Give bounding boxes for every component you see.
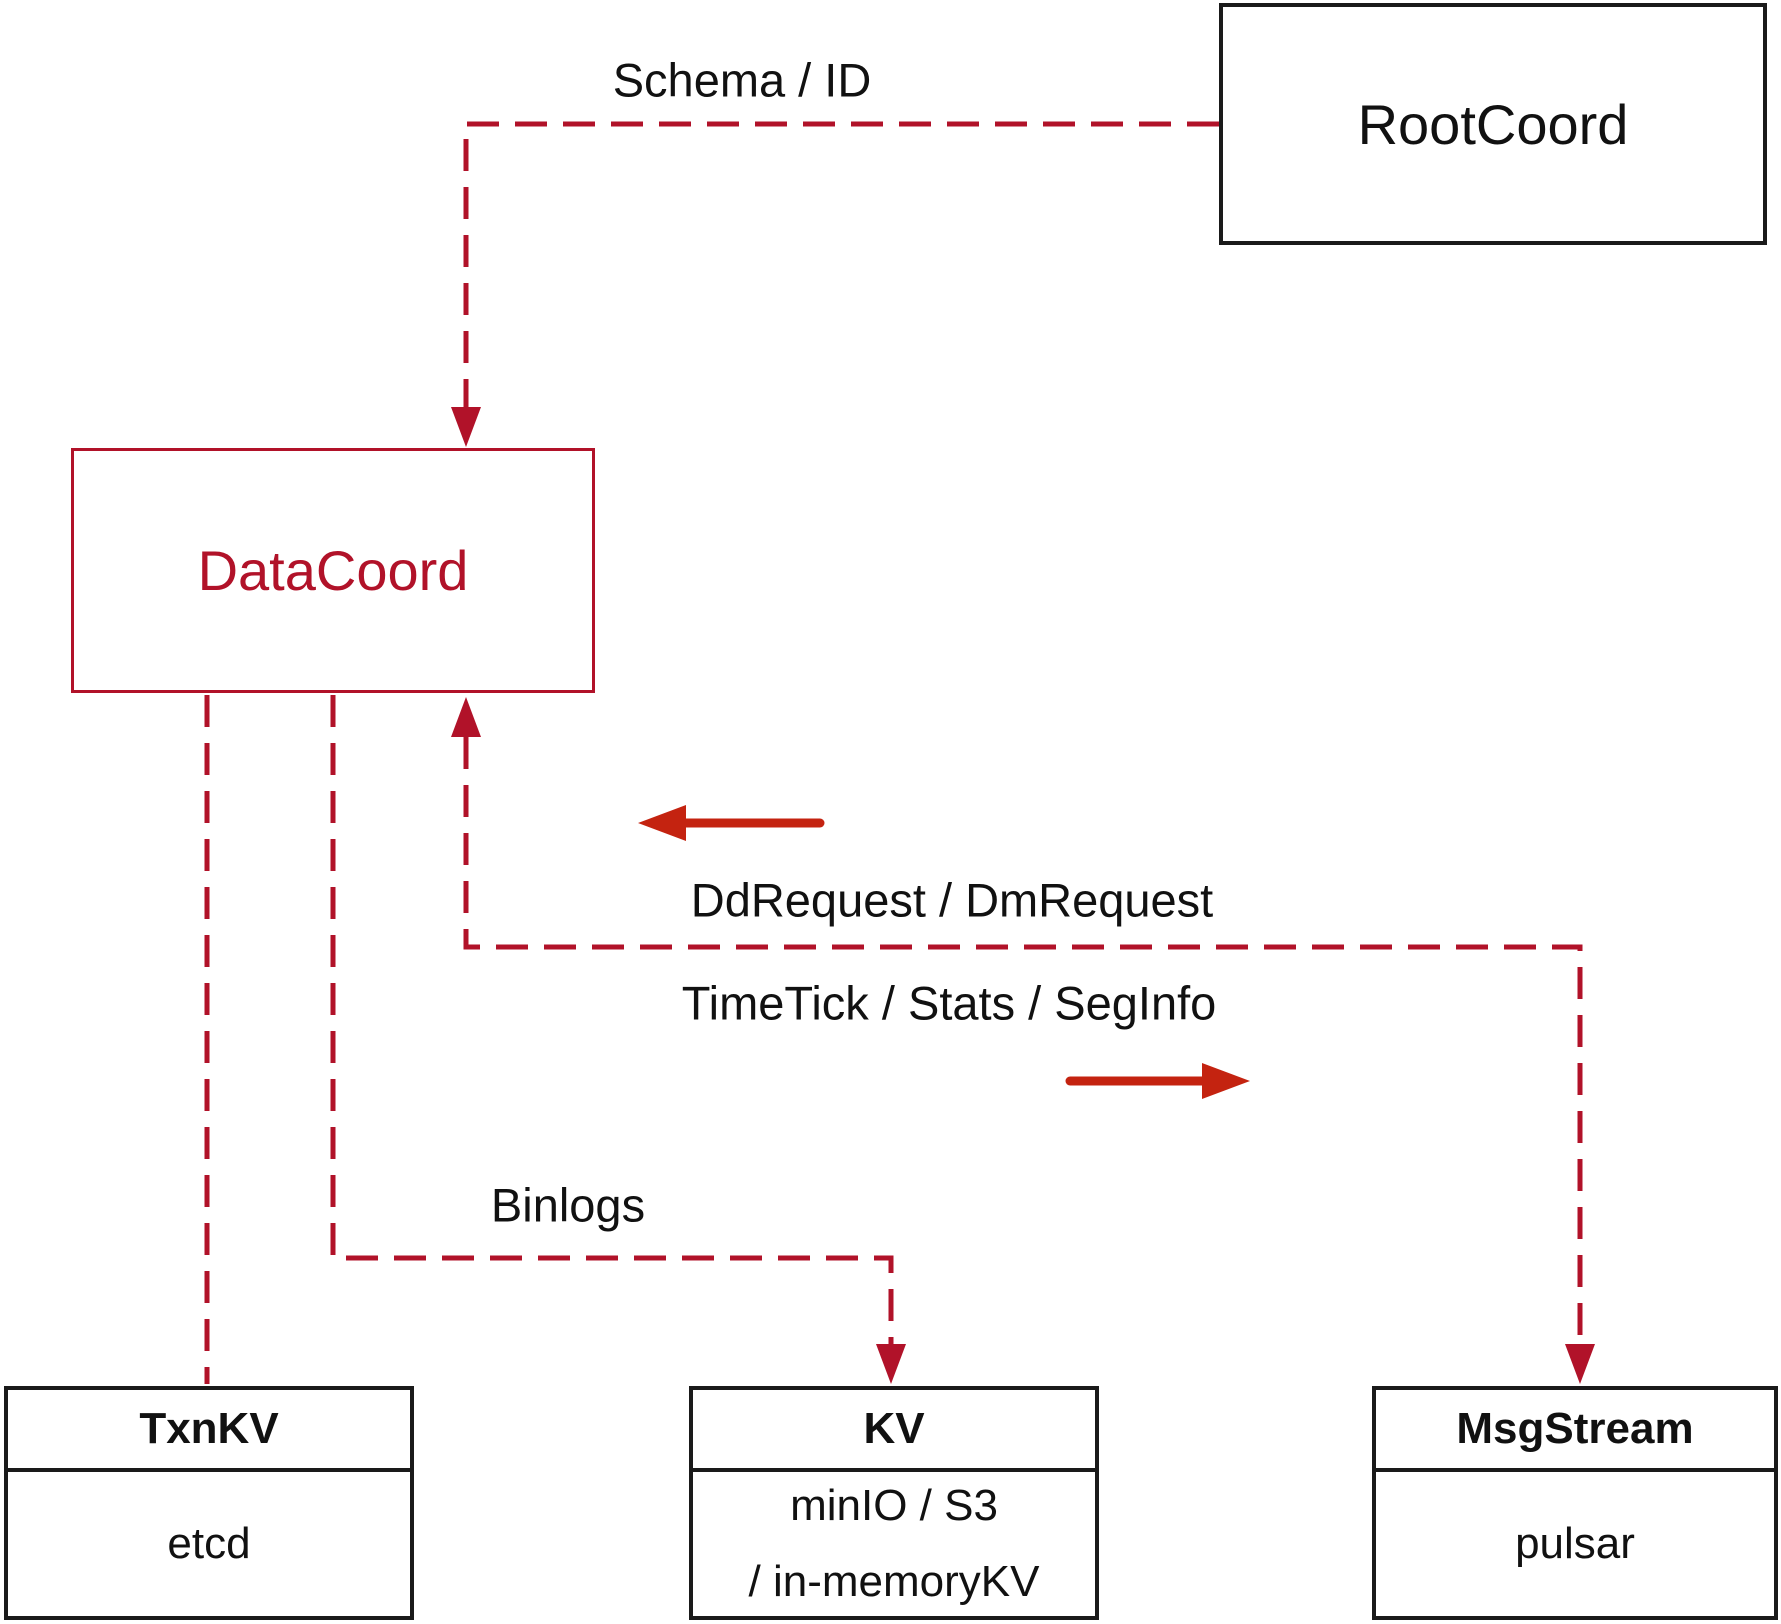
rootcoord-label: RootCoord <box>1357 92 1629 156</box>
kv-content-line-2: / in-memoryKV <box>748 1557 1040 1606</box>
msgstream-content: pulsar <box>1515 1519 1635 1568</box>
edge-label-schema-id: Schema / ID <box>612 53 872 107</box>
edge-label-timetick: TimeTick / Stats / SegInfo <box>681 976 1217 1030</box>
txnkv-node: TxnKV etcd <box>4 1386 414 1620</box>
edge-schema-id-path <box>463 121 1219 407</box>
edge-label-ddrequest: DdRequest / DmRequest <box>690 873 1214 927</box>
datacoord-label: DataCoord <box>197 539 469 602</box>
kv-node: KV minIO / S3 / in-memoryKV <box>689 1386 1099 1620</box>
edge-binlogs-path <box>330 695 894 1344</box>
solid-arrow-left-head <box>638 805 686 841</box>
rootcoord-node: RootCoord <box>1219 3 1767 245</box>
kv-body: minIO / S3 / in-memoryKV <box>693 1472 1095 1616</box>
edge-ddrequest-up-path <box>463 737 1583 1344</box>
txnkv-title: TxnKV <box>8 1390 410 1472</box>
solid-arrow-right-head <box>1202 1063 1250 1099</box>
datacoord-node: DataCoord <box>71 448 595 693</box>
msgstream-title: MsgStream <box>1376 1390 1774 1472</box>
msgstream-node: MsgStream pulsar <box>1372 1386 1778 1620</box>
kv-content-line-1: minIO / S3 <box>790 1481 998 1530</box>
msgstream-body: pulsar <box>1376 1472 1774 1616</box>
arrowhead-into-msgstream-top <box>1565 1344 1595 1384</box>
edge-label-binlogs: Binlogs <box>490 1178 646 1232</box>
arrowhead-into-datacoord-top <box>451 407 481 447</box>
txnkv-content: etcd <box>167 1519 251 1568</box>
txnkv-body: etcd <box>8 1472 410 1616</box>
arrowhead-into-datacoord-bottom <box>451 697 481 737</box>
arrowhead-into-kv-top <box>876 1344 906 1384</box>
kv-title: KV <box>693 1390 1095 1472</box>
